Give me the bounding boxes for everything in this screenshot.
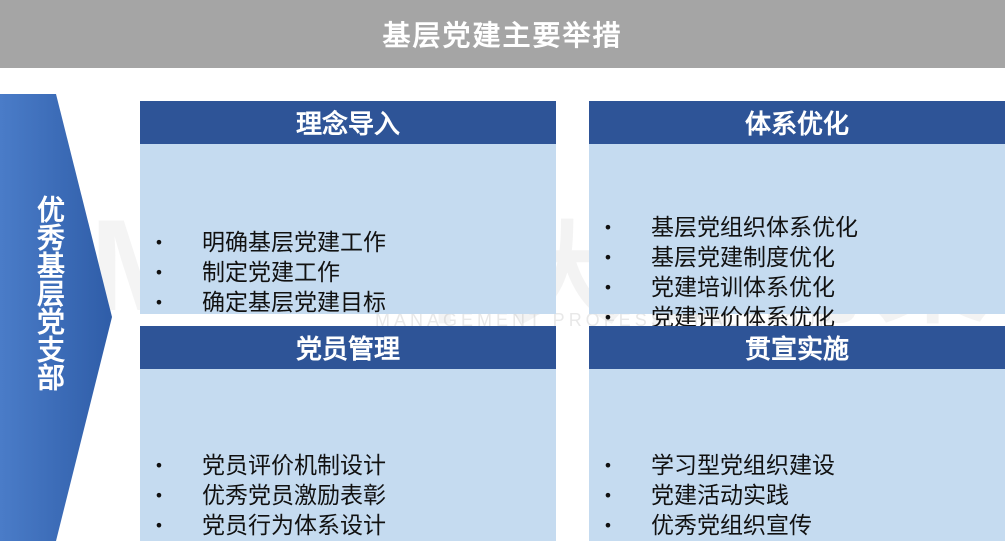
quadrant-concept: 理念导入 •明确基层党建工作 •制定党建工作 •确定基层党建目标 (140, 101, 556, 316)
quadrant-title: 体系优化 (589, 101, 1005, 144)
bullet-list: •明确基层党建工作 •制定党建工作 •确定基层党建目标 (140, 228, 556, 318)
bullet-icon: • (154, 516, 164, 535)
list-item: •优秀党组织宣传 (603, 513, 812, 539)
bullet-icon: • (603, 516, 613, 535)
quadrant-system: 体系优化 •基层党组织体系优化 •基层党建制度优化 •党建培训体系优化 •党建评… (589, 101, 1005, 331)
quadrant-title: 贯宣实施 (589, 326, 1005, 369)
bullet-icon: • (154, 263, 164, 282)
bullet-icon: • (603, 218, 613, 237)
quadrant-body: •学习型党组织建设 •党建活动实践 •优秀党组织宣传 (589, 369, 1005, 541)
list-item: •党建培训体系优化 (603, 275, 835, 301)
list-item: •确定基层党建目标 (154, 290, 386, 316)
quadrant-body: •明确基层党建工作 •制定党建工作 •确定基层党建目标 (140, 144, 556, 316)
list-item: •党建活动实践 (603, 483, 789, 509)
list-item: •党员评价机制设计 (154, 453, 386, 479)
bullet-icon: • (603, 308, 613, 327)
list-item: •学习型党组织建设 (603, 453, 835, 479)
side-label: 优秀基层党支部 (33, 195, 66, 391)
quadrant-implementation: 贯宣实施 •学习型党组织建设 •党建活动实践 •优秀党组织宣传 (589, 326, 1005, 541)
bullet-icon: • (154, 233, 164, 252)
list-item: •制定党建工作 (154, 260, 340, 286)
quadrant-member: 党员管理 •党员评价机制设计 •优秀党员激励表彰 •党员行为体系设计 (140, 326, 556, 541)
quadrant-body: •基层党组织体系优化 •基层党建制度优化 •党建培训体系优化 •党建评价体系优化 (589, 144, 1005, 331)
bullet-icon: • (603, 248, 613, 267)
header-bar: 基层党建主要举措 (0, 0, 1005, 68)
bullet-icon: • (603, 456, 613, 475)
bullet-icon: • (603, 278, 613, 297)
list-item: •党员行为体系设计 (154, 513, 386, 539)
side-chevron-arrow (0, 94, 112, 541)
list-item: •基层党建制度优化 (603, 245, 835, 271)
quadrant-title: 党员管理 (140, 326, 556, 369)
quadrant-body: •党员评价机制设计 •优秀党员激励表彰 •党员行为体系设计 (140, 369, 556, 541)
bullet-icon: • (603, 486, 613, 505)
bullet-icon: • (154, 456, 164, 475)
bullet-list: •基层党组织体系优化 •基层党建制度优化 •党建培训体系优化 •党建评价体系优化 (589, 213, 1005, 333)
quadrant-title: 理念导入 (140, 101, 556, 144)
bullet-icon: • (154, 293, 164, 312)
bullet-list: •学习型党组织建设 •党建活动实践 •优秀党组织宣传 (589, 451, 1005, 541)
bullet-list: •党员评价机制设计 •优秀党员激励表彰 •党员行为体系设计 (140, 451, 556, 541)
page-title: 基层党建主要举措 (382, 19, 623, 52)
list-item: •基层党组织体系优化 (603, 215, 858, 241)
list-item: •明确基层党建工作 (154, 230, 386, 256)
bullet-icon: • (154, 486, 164, 505)
list-item: •优秀党员激励表彰 (154, 483, 386, 509)
